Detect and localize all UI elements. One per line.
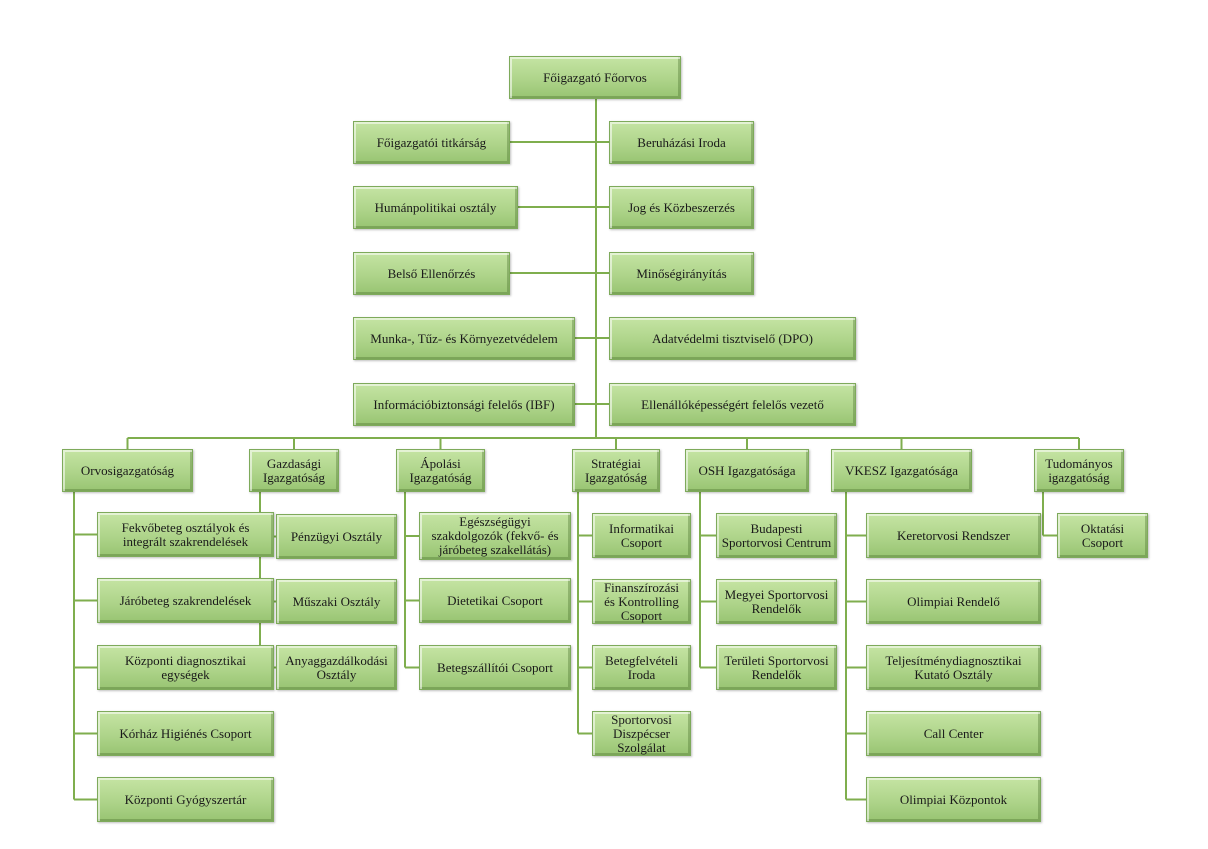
unit-box: Központi diagnosztikai egységek (97, 645, 274, 690)
unit-box: Központi Gyógyszertár (97, 777, 274, 822)
unit-box: Finanszírozási és Kontrolling Csoport (592, 579, 691, 624)
directorate-box: Orvosigazgatóság (62, 449, 193, 492)
staff-left-box: Belső Ellenőrzés (353, 252, 510, 295)
staff-left-box: Munka-, Tűz- és Környezetvédelem (353, 317, 575, 360)
staff-left-box: Információbiztonsági felelős (IBF) (353, 383, 575, 426)
unit-box: Fekvőbeteg osztályok és integrált szakre… (97, 512, 274, 557)
staff-right-box: Adatvédelmi tisztviselő (DPO) (609, 317, 856, 360)
unit-box: Olimpiai Központok (866, 777, 1041, 822)
staff-right-box: Ellenállóképességért felelős vezető (609, 383, 856, 426)
root-box: Főigazgató Főorvos (509, 56, 681, 99)
unit-box: Teljesítménydiagnosztikai Kutató Osztály (866, 645, 1041, 690)
directorate-box: Tudományos igazgatóság (1034, 449, 1124, 492)
directorate-box: VKESZ Igazgatósága (831, 449, 972, 492)
unit-box: Területi Sportorvosi Rendelők (716, 645, 837, 690)
directorate-box: Stratégiai Igazgatóság (572, 449, 660, 492)
unit-box: Megyei Sportorvosi Rendelők (716, 579, 837, 624)
directorate-box: Gazdasági Igazgatóság (249, 449, 339, 492)
directorate-box: OSH Igazgatósága (685, 449, 809, 492)
staff-right-box: Beruházási Iroda (609, 121, 754, 164)
staff-left-box: Főigazgatói titkárság (353, 121, 510, 164)
unit-box: Betegfelvételi Iroda (592, 645, 691, 690)
staff-left-box: Humánpolitikai osztály (353, 186, 518, 229)
unit-box: Betegszállítói Csoport (419, 645, 571, 690)
unit-box: Call Center (866, 711, 1041, 756)
directorate-box: Ápolási Igazgatóság (396, 449, 485, 492)
unit-box: Budapesti Sportorvosi Centrum (716, 513, 837, 558)
unit-box: Műszaki Osztály (276, 579, 397, 624)
unit-box: Pénzügyi Osztály (276, 514, 397, 559)
unit-box: Anyaggazdálkodási Osztály (276, 645, 397, 690)
unit-box: Oktatási Csoport (1057, 513, 1148, 558)
unit-box: Olimpiai Rendelő (866, 579, 1041, 624)
unit-box: Dietetikai Csoport (419, 578, 571, 623)
staff-right-box: Jog és Közbeszerzés (609, 186, 754, 229)
unit-box: Egészségügyi szakdolgozók (fekvő- és jár… (419, 512, 571, 560)
unit-box: Informatikai Csoport (592, 513, 691, 558)
unit-box: Kórház Higiénés Csoport (97, 711, 274, 756)
unit-box: Sportorvosi Diszpécser Szolgálat (592, 711, 691, 756)
staff-right-box: Minőségirányítás (609, 252, 754, 295)
unit-box: Keretorvosi Rendszer (866, 513, 1041, 558)
unit-box: Járóbeteg szakrendelések (97, 578, 274, 623)
